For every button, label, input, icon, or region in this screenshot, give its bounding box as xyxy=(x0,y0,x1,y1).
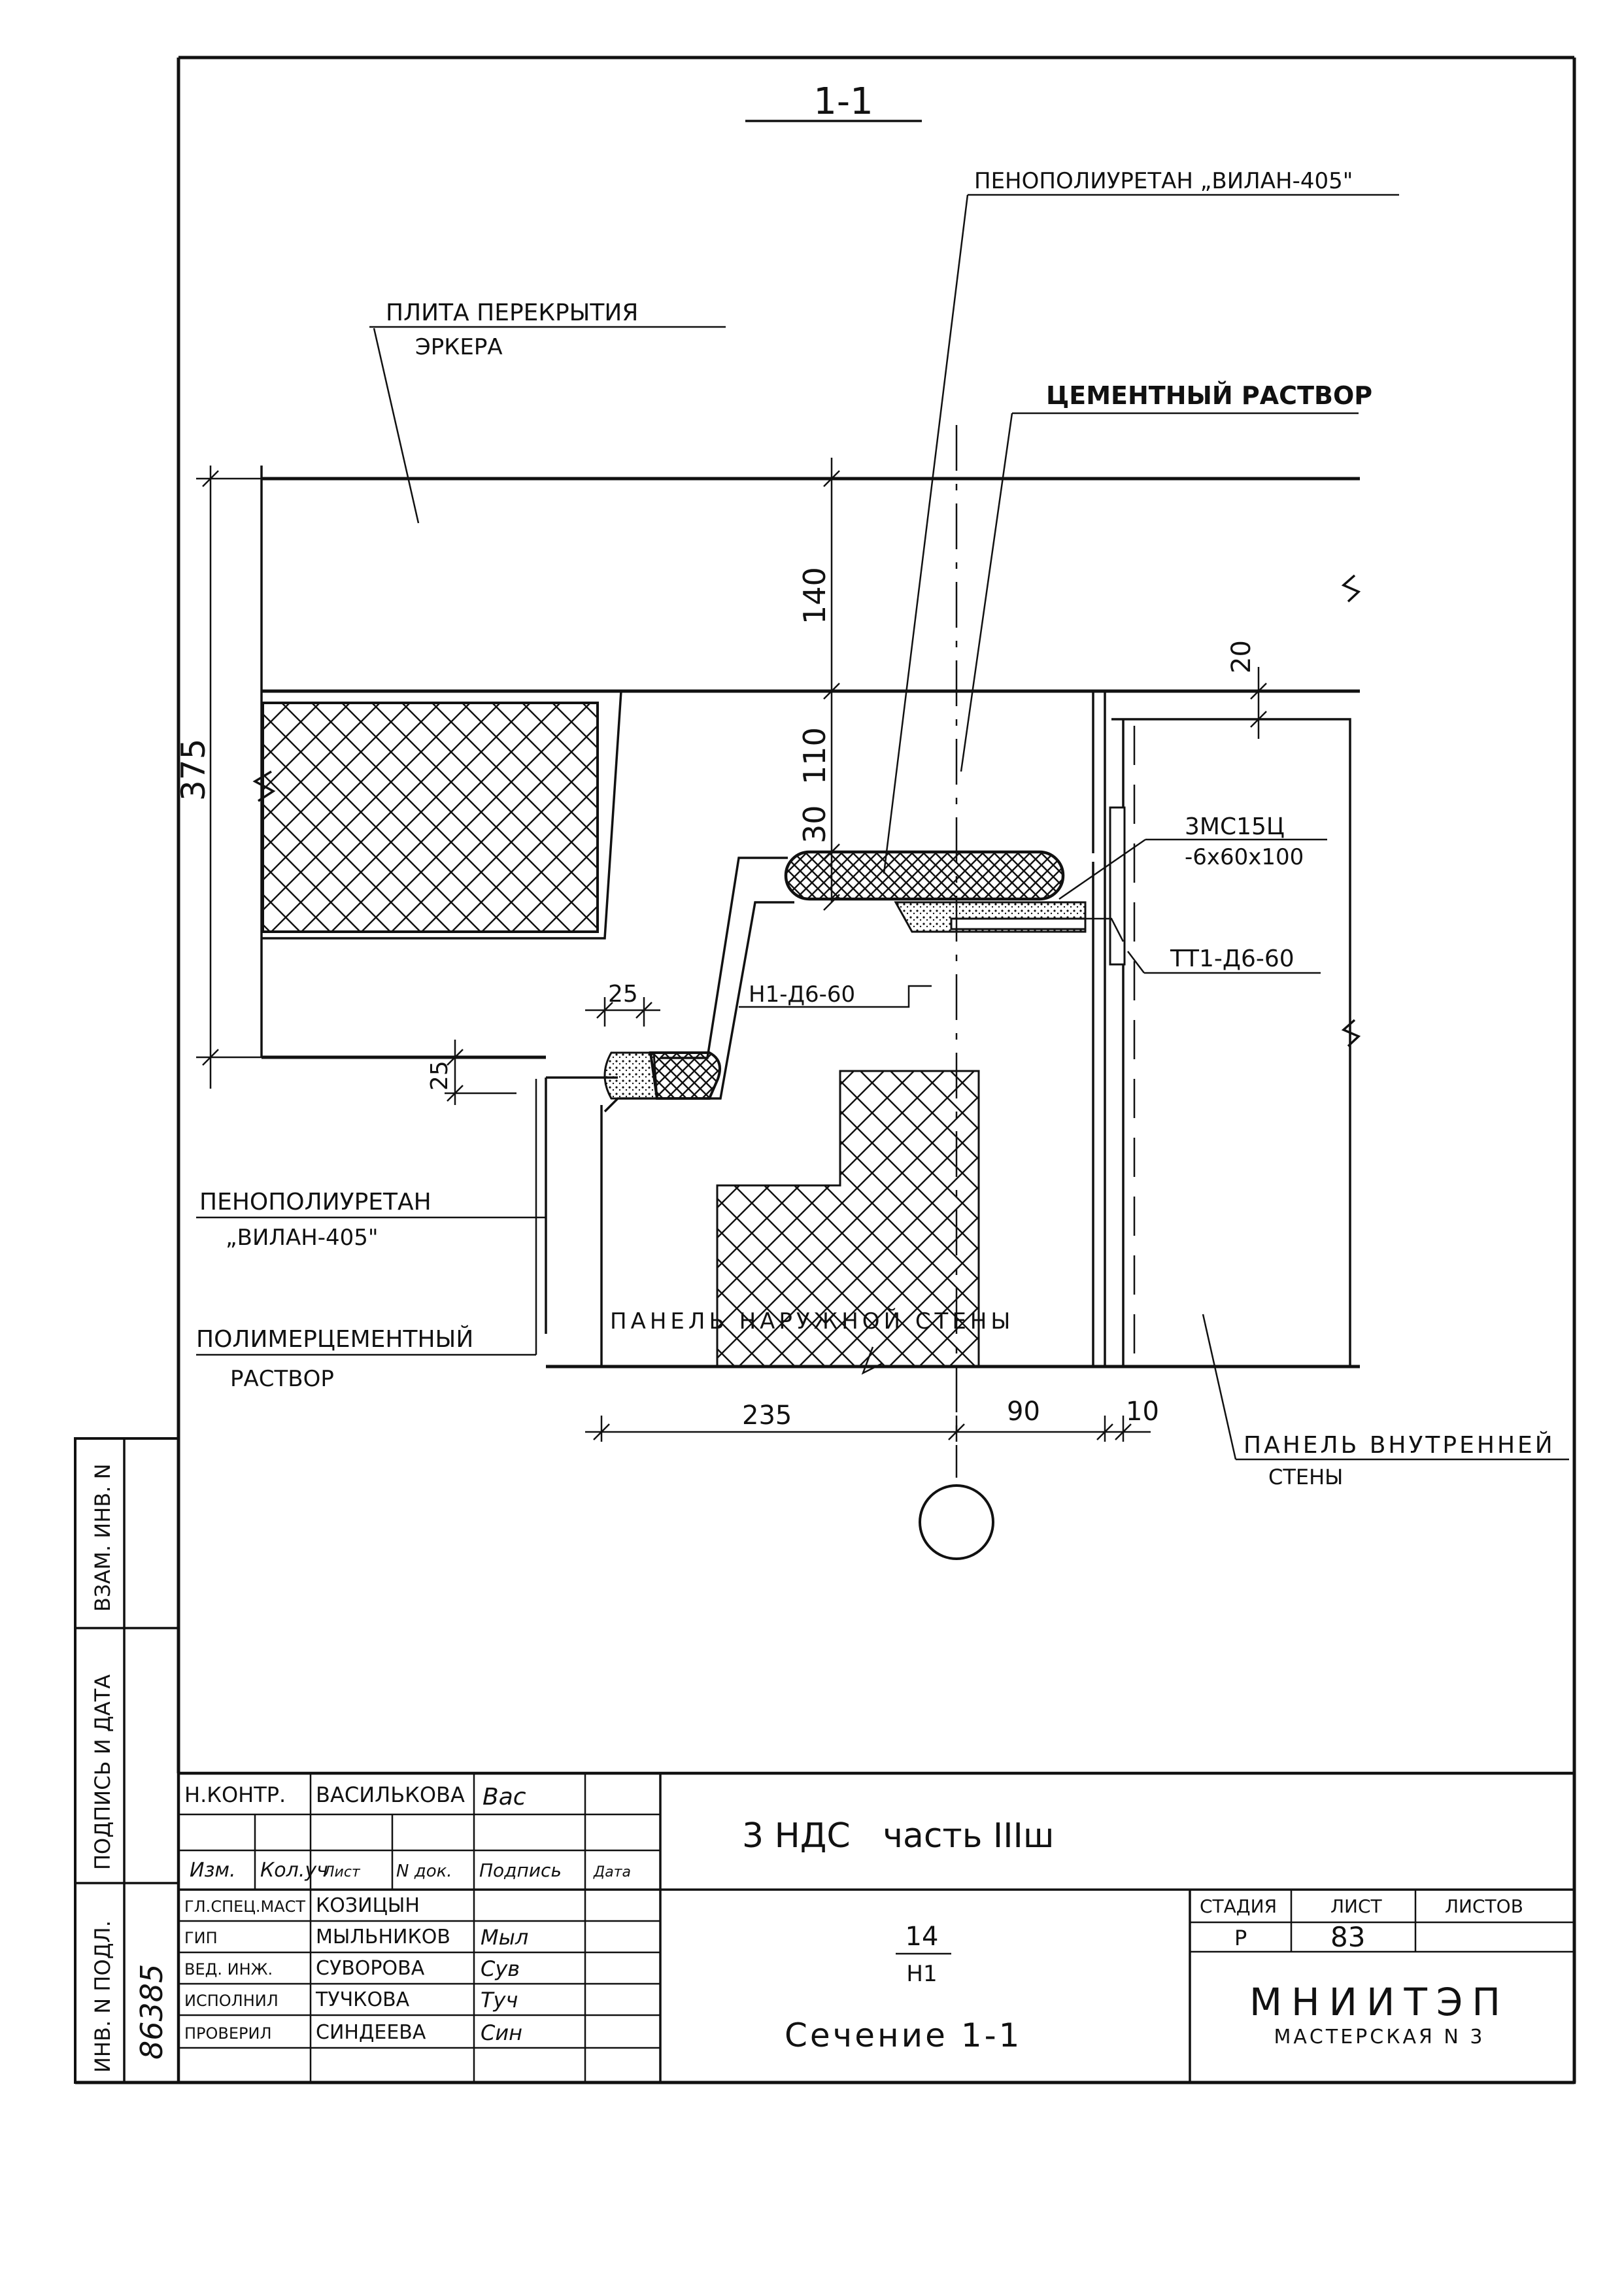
drawing-text: ТУЧКОВА xyxy=(315,1988,410,2011)
drawing-text: СУВОРОВА xyxy=(316,1957,425,1980)
stamp-replace-inv: ВЗАМ. ИНВ. N xyxy=(90,1463,115,1612)
drawing-text: 375 xyxy=(175,739,212,801)
drawing-text: ТТ1-Д6-60 xyxy=(1170,945,1294,972)
label-foam-top: ПЕНОПОЛИУРЕТАН „ВИЛАН-405" xyxy=(883,168,1399,874)
drawing-text: ПОЛИМЕРЦЕМЕНТНЫЙ xyxy=(196,1325,473,1353)
axis-marker xyxy=(919,1484,994,1560)
drawing-text: 25 xyxy=(426,1061,453,1091)
drawing-text: Мыл xyxy=(481,1925,528,1950)
drawing-text: „ВИЛАН-405" xyxy=(226,1225,379,1251)
dim-bottom-chain: 235 90 10 xyxy=(585,1397,1159,1442)
org-unit: МАСТЕРСКАЯ N 3 xyxy=(1274,2026,1485,2048)
title-block: Н.КОНТР. ВАСИЛЬКОВА Вас Изм. Кол.уч Лист… xyxy=(177,1771,1576,2084)
org-name: МНИИТЭП xyxy=(1249,1980,1510,2024)
drawing-text: Кол.уч xyxy=(260,1859,328,1882)
drawing-text: СИНДЕЕВА xyxy=(316,2021,426,2044)
dim-25-side: 25 xyxy=(426,1040,516,1105)
lower-joint xyxy=(545,1051,721,1367)
drawing-text: 1-1 xyxy=(813,80,873,123)
dim-20: 20 xyxy=(1226,640,1267,739)
drawing-text: Н1-Д6-60 xyxy=(749,981,855,1008)
section-title: 1-1 xyxy=(745,80,922,123)
drawing-text: ГЛ.СПЕЦ.МАСТ xyxy=(184,1897,305,1916)
drawing-text: Сув xyxy=(481,1956,520,1981)
drawing-text: СТЕНЫ xyxy=(1268,1465,1343,1489)
project-title: 3 НДС часть IIIш xyxy=(742,1816,1054,1856)
drawing-text: ПРОВЕРИЛ xyxy=(184,2024,272,2043)
side-stamp: ВЗАМ. ИНВ. N ПОДПИСЬ И ДАТА ИНВ. N ПОДЛ.… xyxy=(74,1437,180,2084)
drawing-text: Подпись xyxy=(479,1860,562,1881)
bay-block xyxy=(262,690,622,1059)
label-polymer: ПОЛИМЕРЦЕМЕНТНЫЙ РАСТВОР xyxy=(196,1079,537,1392)
drawing-text: 110 xyxy=(797,727,832,785)
label-mark3: Н1-Д6-60 xyxy=(739,981,932,1008)
drawing-text: Дата xyxy=(593,1864,631,1880)
drawing-text: 90 xyxy=(1007,1397,1040,1427)
drawing-text: 3МС15Ц xyxy=(1185,813,1285,840)
drawing-text: 140 xyxy=(797,567,832,624)
label-slab: ПЛИТА ПЕРЕКРЫТИЯ ЭРКЕРА xyxy=(369,299,726,524)
outer-panel xyxy=(546,1070,1360,1368)
stamp-sign-date: ПОДПИСЬ И ДАТА xyxy=(90,1674,115,1870)
label-mark1: 3МС15Ц -6х60х100 xyxy=(1058,813,1327,900)
steel-plate xyxy=(950,917,1087,930)
drawing-text: МЫЛЬНИКОВ xyxy=(316,1926,450,1948)
drawing-text: ЛИСТОВ xyxy=(1445,1896,1523,1917)
dim-140-110-30: 140 110 30 xyxy=(797,458,840,911)
label-cement-mortar: ЦЕМЕНТНЫЙ РАСТВОР xyxy=(960,381,1372,772)
drawing-text: 30 xyxy=(797,805,832,843)
drawing-text: ИСПОЛНИЛ xyxy=(184,1992,279,2010)
stage-value: Р xyxy=(1234,1926,1247,1950)
sheet-code-top: 14 xyxy=(905,1922,939,1952)
label-foam-bottom: ПЕНОПОЛИУРЕТАН „ВИЛАН-405" xyxy=(196,1189,546,1251)
drawing-text: РАСТВОР xyxy=(230,1366,334,1392)
drawing-text: ПАНЕЛЬ НАРУЖНОЙ СТЕНЫ xyxy=(610,1308,1014,1334)
stamp-orig-inv: ИНВ. N ПОДЛ. xyxy=(90,1920,115,2073)
stamp-inv-number: 86385 xyxy=(134,1964,169,2060)
drawing-text: ЭРКЕРА xyxy=(415,334,503,360)
drawing-text: Син xyxy=(481,2020,522,2045)
inner-panel xyxy=(1075,691,1351,1367)
foam-seal-upper xyxy=(784,850,1065,901)
drawing-text: Туч xyxy=(481,1988,518,2013)
drawing-text: Лист xyxy=(323,1864,361,1880)
label-outer-panel: ПАНЕЛЬ НАРУЖНОЙ СТЕНЫ xyxy=(610,1308,1014,1375)
center-axis xyxy=(919,425,994,1560)
drawing-text: 25 xyxy=(608,981,638,1008)
label-mark2: ТТ1-Д6-60 xyxy=(1127,945,1321,974)
drawing-text: 10 xyxy=(1126,1397,1159,1427)
polymer-mortar xyxy=(603,1051,658,1100)
drawing-text: 20 xyxy=(1226,640,1257,673)
drawing-text: СТАДИЯ xyxy=(1200,1896,1277,1917)
drawing-text: ПЛИТА ПЕРЕКРЫТИЯ xyxy=(386,299,638,326)
drawing-text: Изм. xyxy=(190,1859,236,1882)
sheet-name: Сечение 1-1 xyxy=(785,2016,1022,2054)
drawing-text: ВЕД. ИНЖ. xyxy=(184,1960,273,1979)
drawing-text: N док. xyxy=(396,1862,452,1881)
drawing-text: ПЕНОПОЛИУРЕТАН xyxy=(199,1189,431,1216)
drawing-text: ПАНЕЛЬ ВНУТРЕННЕЙ xyxy=(1243,1431,1555,1459)
drawing-text: ЛИСТ xyxy=(1330,1896,1383,1917)
drawing-text: ПЕНОПОЛИУРЕТАН „ВИЛАН-405" xyxy=(974,168,1353,194)
dim-375: 375 xyxy=(175,466,262,1089)
label-inner-panel: ПАНЕЛЬ ВНУТРЕННЕЙ СТЕНЫ xyxy=(1202,1314,1569,1489)
sign-vasilkova: Вас xyxy=(482,1784,526,1810)
drawing-text: КОЗИЦЫН xyxy=(316,1894,420,1917)
name-vasilkova: ВАСИЛЬКОВА xyxy=(316,1782,465,1807)
drawing-text: ЦЕМЕНТНЫЙ РАСТВОР xyxy=(1046,381,1372,410)
drawing-text: 235 xyxy=(742,1401,792,1431)
drawing-text: -6х60х100 xyxy=(1185,844,1304,870)
sheet-value: 83 xyxy=(1330,1921,1365,1953)
insulation-upper xyxy=(262,702,599,933)
foam-seal-lower xyxy=(649,1051,721,1100)
drawing-text: ГИП xyxy=(184,1929,218,1947)
role-n-kontr: Н.КОНТР. xyxy=(184,1782,286,1807)
sheet-code-bottom: Н1 xyxy=(906,1961,937,1987)
dim-25-top: 25 xyxy=(585,981,660,1027)
